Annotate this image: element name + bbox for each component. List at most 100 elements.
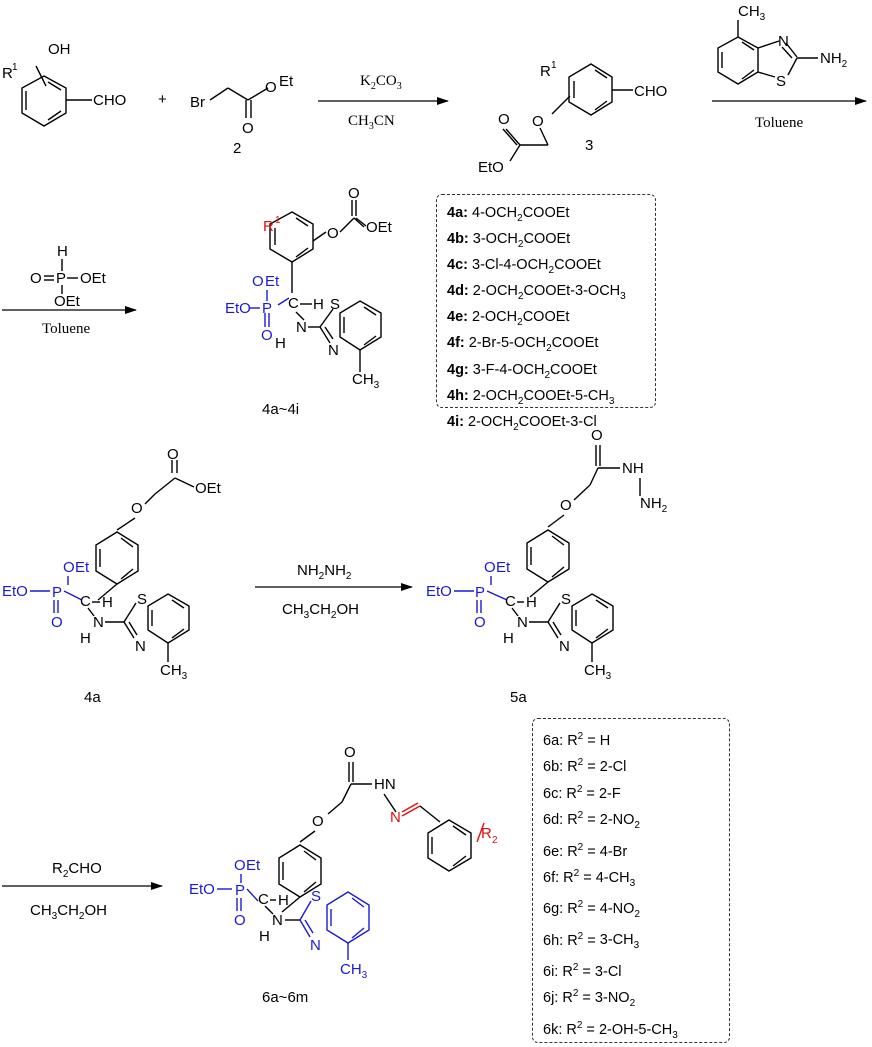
svg-text:H: H [80, 630, 91, 647]
svg-text:Et: Et [496, 559, 511, 576]
svg-text:O: O [234, 857, 246, 874]
svg-text:O: O [327, 225, 339, 242]
svg-text:N: N [517, 614, 528, 631]
reagent-toluene-step3: Toluene [42, 321, 90, 337]
svg-text:O: O [51, 614, 63, 631]
label-compound-4a: 4a [84, 689, 101, 706]
svg-text:OEt: OEt [80, 270, 107, 287]
svg-text:N: N [778, 33, 789, 50]
svg-text:S: S [561, 591, 571, 608]
series4-row: 4h: 2-OCH2COOEt-5-CH3 [447, 387, 615, 407]
svg-text:H: H [275, 335, 286, 352]
svg-text:O: O [532, 113, 544, 130]
svg-text:O: O [131, 500, 143, 517]
svg-text:H: H [313, 296, 324, 313]
svg-text:N: N [390, 809, 401, 826]
svg-text:NH2: NH2 [820, 50, 848, 70]
reagent-ch3cn: CH3CN [348, 113, 395, 132]
reagent-k2co3: K2CO3 [360, 73, 402, 92]
reagent-r2cho: R2CHO [52, 860, 102, 880]
svg-text:C: C [505, 593, 516, 610]
svg-text:O: O [560, 497, 572, 514]
svg-text:CH3: CH3 [352, 371, 380, 391]
svg-text:H: H [102, 594, 113, 611]
series6-row: 6b: R2 = 2-Cl [543, 757, 627, 776]
svg-text:S: S [776, 73, 786, 90]
svg-text:Et: Et [279, 73, 294, 90]
svg-text:H: H [278, 892, 289, 909]
svg-text:R: R [540, 63, 551, 80]
svg-text:O: O [30, 270, 42, 287]
svg-text:S: S [311, 888, 321, 905]
svg-text:O: O [167, 446, 179, 463]
svg-text:Et: Et [75, 559, 90, 576]
svg-text:2: 2 [492, 835, 498, 846]
series6-row: 6d: R2 = 2-NO2 [543, 810, 640, 831]
svg-text:H: H [503, 630, 514, 647]
svg-text:N: N [135, 638, 146, 655]
svg-text:O: O [265, 79, 277, 96]
svg-text:EtO: EtO [478, 159, 504, 176]
svg-text:CH3: CH3 [160, 662, 188, 682]
svg-text:P: P [56, 270, 66, 287]
series4-row: 4e: 2-OCH2COOEt [447, 309, 570, 329]
plus-sign: + [158, 91, 167, 108]
svg-text:O: O [252, 273, 264, 290]
series4-row: 4i: 2-OCH2COOEt-3-Cl [447, 413, 597, 433]
svg-text:N: N [328, 342, 339, 359]
structure-aminobenzothiazole: CH3 N S NH2 [717, 3, 848, 90]
svg-text:OEt: OEt [54, 293, 81, 310]
svg-text:CHO: CHO [93, 92, 126, 109]
svg-text:O: O [348, 185, 360, 202]
svg-text:O: O [498, 111, 510, 128]
svg-text:O: O [474, 614, 486, 631]
svg-text:Br: Br [190, 94, 205, 111]
label-compound-3: 3 [585, 137, 593, 154]
series4-row: 4b: 3-OCH2COOEt [447, 231, 571, 250]
series6-row: 6c: R2 = 2-F [543, 783, 621, 802]
svg-text:CH3: CH3 [738, 3, 766, 23]
svg-text:1: 1 [275, 215, 281, 226]
series4-row: 4a: 4-OCH2COOEt [447, 205, 570, 224]
svg-text:EtO: EtO [225, 300, 251, 317]
svg-text:OEt: OEt [366, 219, 393, 236]
svg-text:OEt: OEt [195, 480, 222, 497]
label-compounds-4a-4i: 4a~4i [262, 401, 299, 418]
series6-row: 6e: R2 = 4-Br [543, 841, 628, 860]
svg-text:NH: NH [622, 460, 644, 477]
svg-text:R: R [481, 825, 492, 842]
series6-row: 6k: R2 = 2-OH-5-CH3 [543, 1019, 678, 1041]
label-compounds-6a-6m: 6a~6m [262, 989, 308, 1006]
series4-row: 4g: 3-F-4-OCH2COOEt [447, 361, 597, 381]
svg-text:Et: Et [246, 857, 261, 874]
svg-text:HN: HN [374, 776, 396, 793]
svg-text:1: 1 [12, 62, 18, 73]
svg-text:N: N [93, 614, 104, 631]
svg-text:C: C [80, 593, 91, 610]
svg-text:R: R [2, 65, 13, 82]
svg-text:1: 1 [551, 60, 557, 71]
svg-text:EtO: EtO [2, 583, 28, 600]
svg-text:CH3: CH3 [340, 961, 368, 981]
reagent-ethanol-step5: CH3CH2OH [30, 902, 107, 922]
svg-text:O: O [591, 427, 603, 444]
svg-text:N: N [310, 937, 321, 954]
svg-text:H: H [526, 594, 537, 611]
series6-row: 6g: R2 = 4-NO2 [543, 899, 640, 921]
label-compound-5a: 5a [510, 689, 527, 706]
reagent-toluene-step2: Toluene [755, 115, 803, 131]
svg-text:Et: Et [265, 273, 280, 290]
svg-text:N: N [559, 638, 570, 655]
svg-text:O: O [484, 559, 496, 576]
series6-row: 6h: R2 = 3-CH3 [543, 930, 640, 952]
svg-text:H: H [57, 243, 68, 260]
